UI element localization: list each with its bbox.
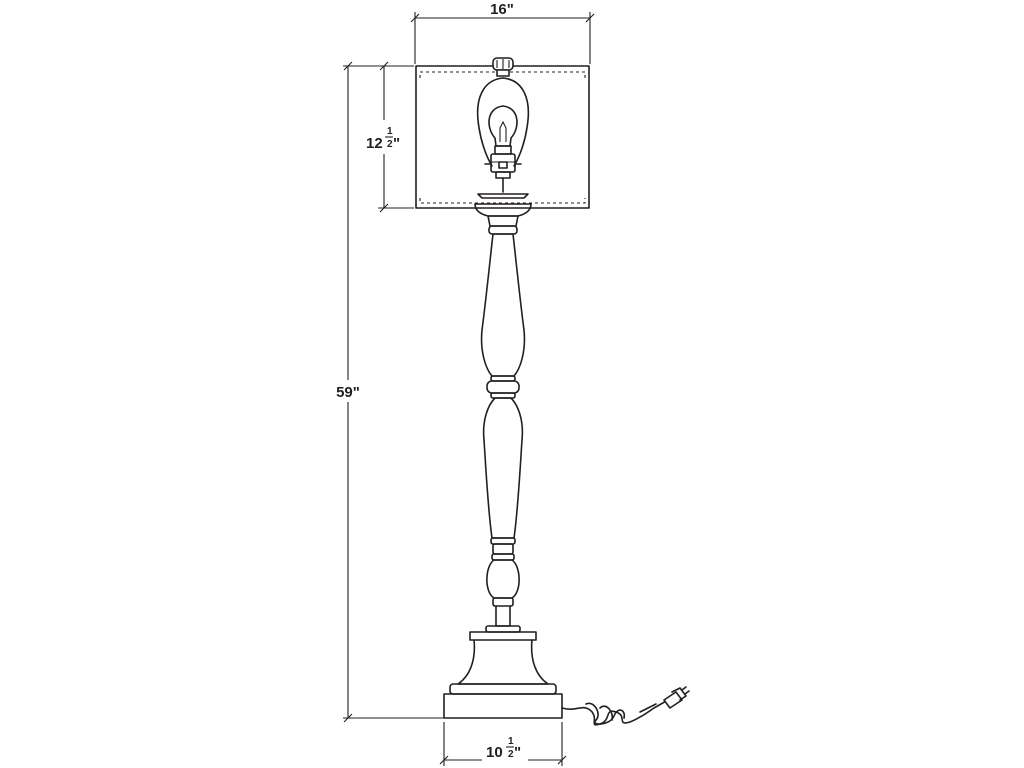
base-width-whole: 10 [486,744,503,761]
overall-height-dimension: 59" [332,61,445,723]
socket [477,153,529,199]
plug-icon [663,686,690,709]
shade-height-numerator: 1 [387,126,393,137]
base-width-unit: " [514,744,521,761]
shade-width-dimension: 16" [410,1,595,64]
base-width-dimension: 10 1 2 " [439,722,567,766]
shade-width-label: 16" [490,1,514,18]
shade-height-denominator: 2 [387,139,393,150]
power-cord [561,699,669,726]
overall-height-label: 59" [336,384,360,401]
lamp-column [474,203,532,633]
shade-height-dimension: 12 1 2 " [360,61,414,213]
base-width-numerator: 1 [508,736,514,747]
light-bulb-icon [488,105,518,155]
lamp-base [443,631,563,719]
base-width-denominator: 2 [508,749,514,760]
shade-height-unit: " [393,135,400,152]
finial [492,57,514,77]
shade-height-whole: 12 [366,135,383,152]
harp [476,77,530,167]
